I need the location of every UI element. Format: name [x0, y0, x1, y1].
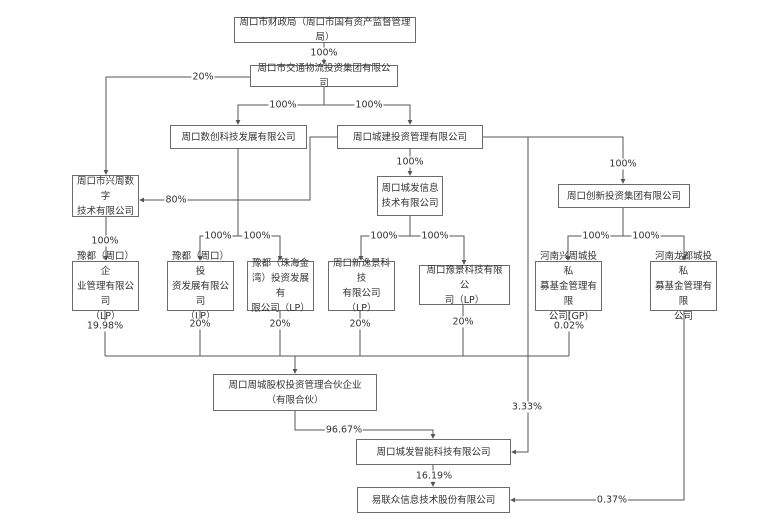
- label-transport-to-chengjian: 100%: [354, 99, 384, 111]
- node-chengfa-smart: 周口城发智能科技有限公司: [356, 439, 511, 465]
- label-chuangxin-to-longdu-fund: 100%: [631, 230, 661, 242]
- node-henan-xingzhou-fund: 河南兴周城投私 募基金管理有限 公司(GP): [535, 251, 602, 322]
- node-zhoucheng-partnership: 周口周城股权投资管理合伙企业 （有限合伙）: [213, 374, 377, 411]
- label-transport-to-shuchuang: 100%: [268, 99, 298, 111]
- label-finance-to-transport: 100%: [309, 47, 339, 59]
- connector-transport-chengjian: [324, 104, 413, 125]
- node-henan-longdu-fund: 河南龙都城投私 募基金管理有限 公司: [650, 251, 717, 322]
- node-chengjian: 周口城建投资管理有限公司: [337, 125, 483, 149]
- label-chengfa-smart-to-yilianzhong: 16.19%: [414, 470, 454, 482]
- label-xingzhou-to-yudu-mgmt: 100%: [90, 235, 120, 247]
- node-finance-bureau: 周口市财政局（周口市国有资产监督管理局）: [234, 17, 416, 43]
- node-chuangxin-group: 周口创新投资集团有限公司: [558, 184, 690, 208]
- node-yilianzhong: 易联众信息技术股份有限公司: [357, 487, 510, 513]
- label-chengfa-info-to-yujing: 100%: [420, 230, 450, 242]
- label-yudu-zhuhai-to-partnership: 20%: [268, 318, 292, 330]
- label-chengjian-to-chuangxin: 100%: [608, 158, 638, 170]
- connector-longdu-yilianzhong: [510, 311, 685, 503]
- connector-partnership-chengfa-smart: [294, 411, 436, 439]
- label-shuchuang-to-yudu-invest: 100%: [203, 230, 233, 242]
- label-partnership-to-chengfa-smart: 96.67%: [324, 424, 364, 436]
- label-longdu-fund-to-yilianzhong: 0.37%: [595, 494, 629, 506]
- node-xingzhou-digital: 周口市兴周数字 技术有限公司: [72, 175, 139, 217]
- node-yudu-zhuhai: 豫都（珠海金 湾）投资发展有 限公司（LP）: [247, 258, 314, 314]
- label-chengfa-info-to-xinyijing: 100%: [369, 230, 399, 242]
- label-xinyijing-to-partnership: 20%: [348, 318, 372, 330]
- node-xinyijing: 周口新逸景科技 有限公司 （LP）: [328, 258, 395, 314]
- node-yudu-zhoukou-mgmt: 豫都（周口）企 业管理有限公司 （LP）: [72, 251, 139, 322]
- node-shuchuang: 周口数创科技发展有限公司: [170, 125, 307, 149]
- label-xingzhou-fund-to-partnership: 0.02%: [552, 320, 586, 332]
- connector-chengjian-chengfa-smart: [511, 137, 529, 455]
- label-yudu-mgmt-to-partnership: 19.98%: [85, 320, 125, 332]
- node-chengfa-info: 周口城发信息 技术有限公司: [377, 176, 443, 216]
- node-transport-group: 周口市交通物流投资集团有限公司: [250, 63, 398, 89]
- label-yudu-invest-to-partnership: 20%: [188, 318, 212, 330]
- label-transport-to-xingzhou: 20%: [191, 71, 215, 83]
- node-yujing: 周口豫景科技有限公 司（LP）: [419, 265, 510, 306]
- connector-chengjian-right: [483, 136, 626, 184]
- label-chengjian-to-chengfa-info: 100%: [395, 156, 425, 168]
- node-yudu-zhoukou-invest: 豫都（周口）投 资发展有限公司 （LP）: [167, 251, 234, 322]
- label-chengjian-to-xingzhou: 80%: [164, 194, 188, 206]
- label-chuangxin-to-xingzhou-fund: 100%: [581, 230, 611, 242]
- label-shuchuang-to-yudu-zhuhai: 100%: [242, 230, 272, 242]
- label-chengjian-to-chengfa-smart: 3.33%: [510, 401, 544, 413]
- label-yujing-to-partnership: 20%: [451, 316, 475, 328]
- connector-chengjian-xingzhou: [139, 136, 337, 203]
